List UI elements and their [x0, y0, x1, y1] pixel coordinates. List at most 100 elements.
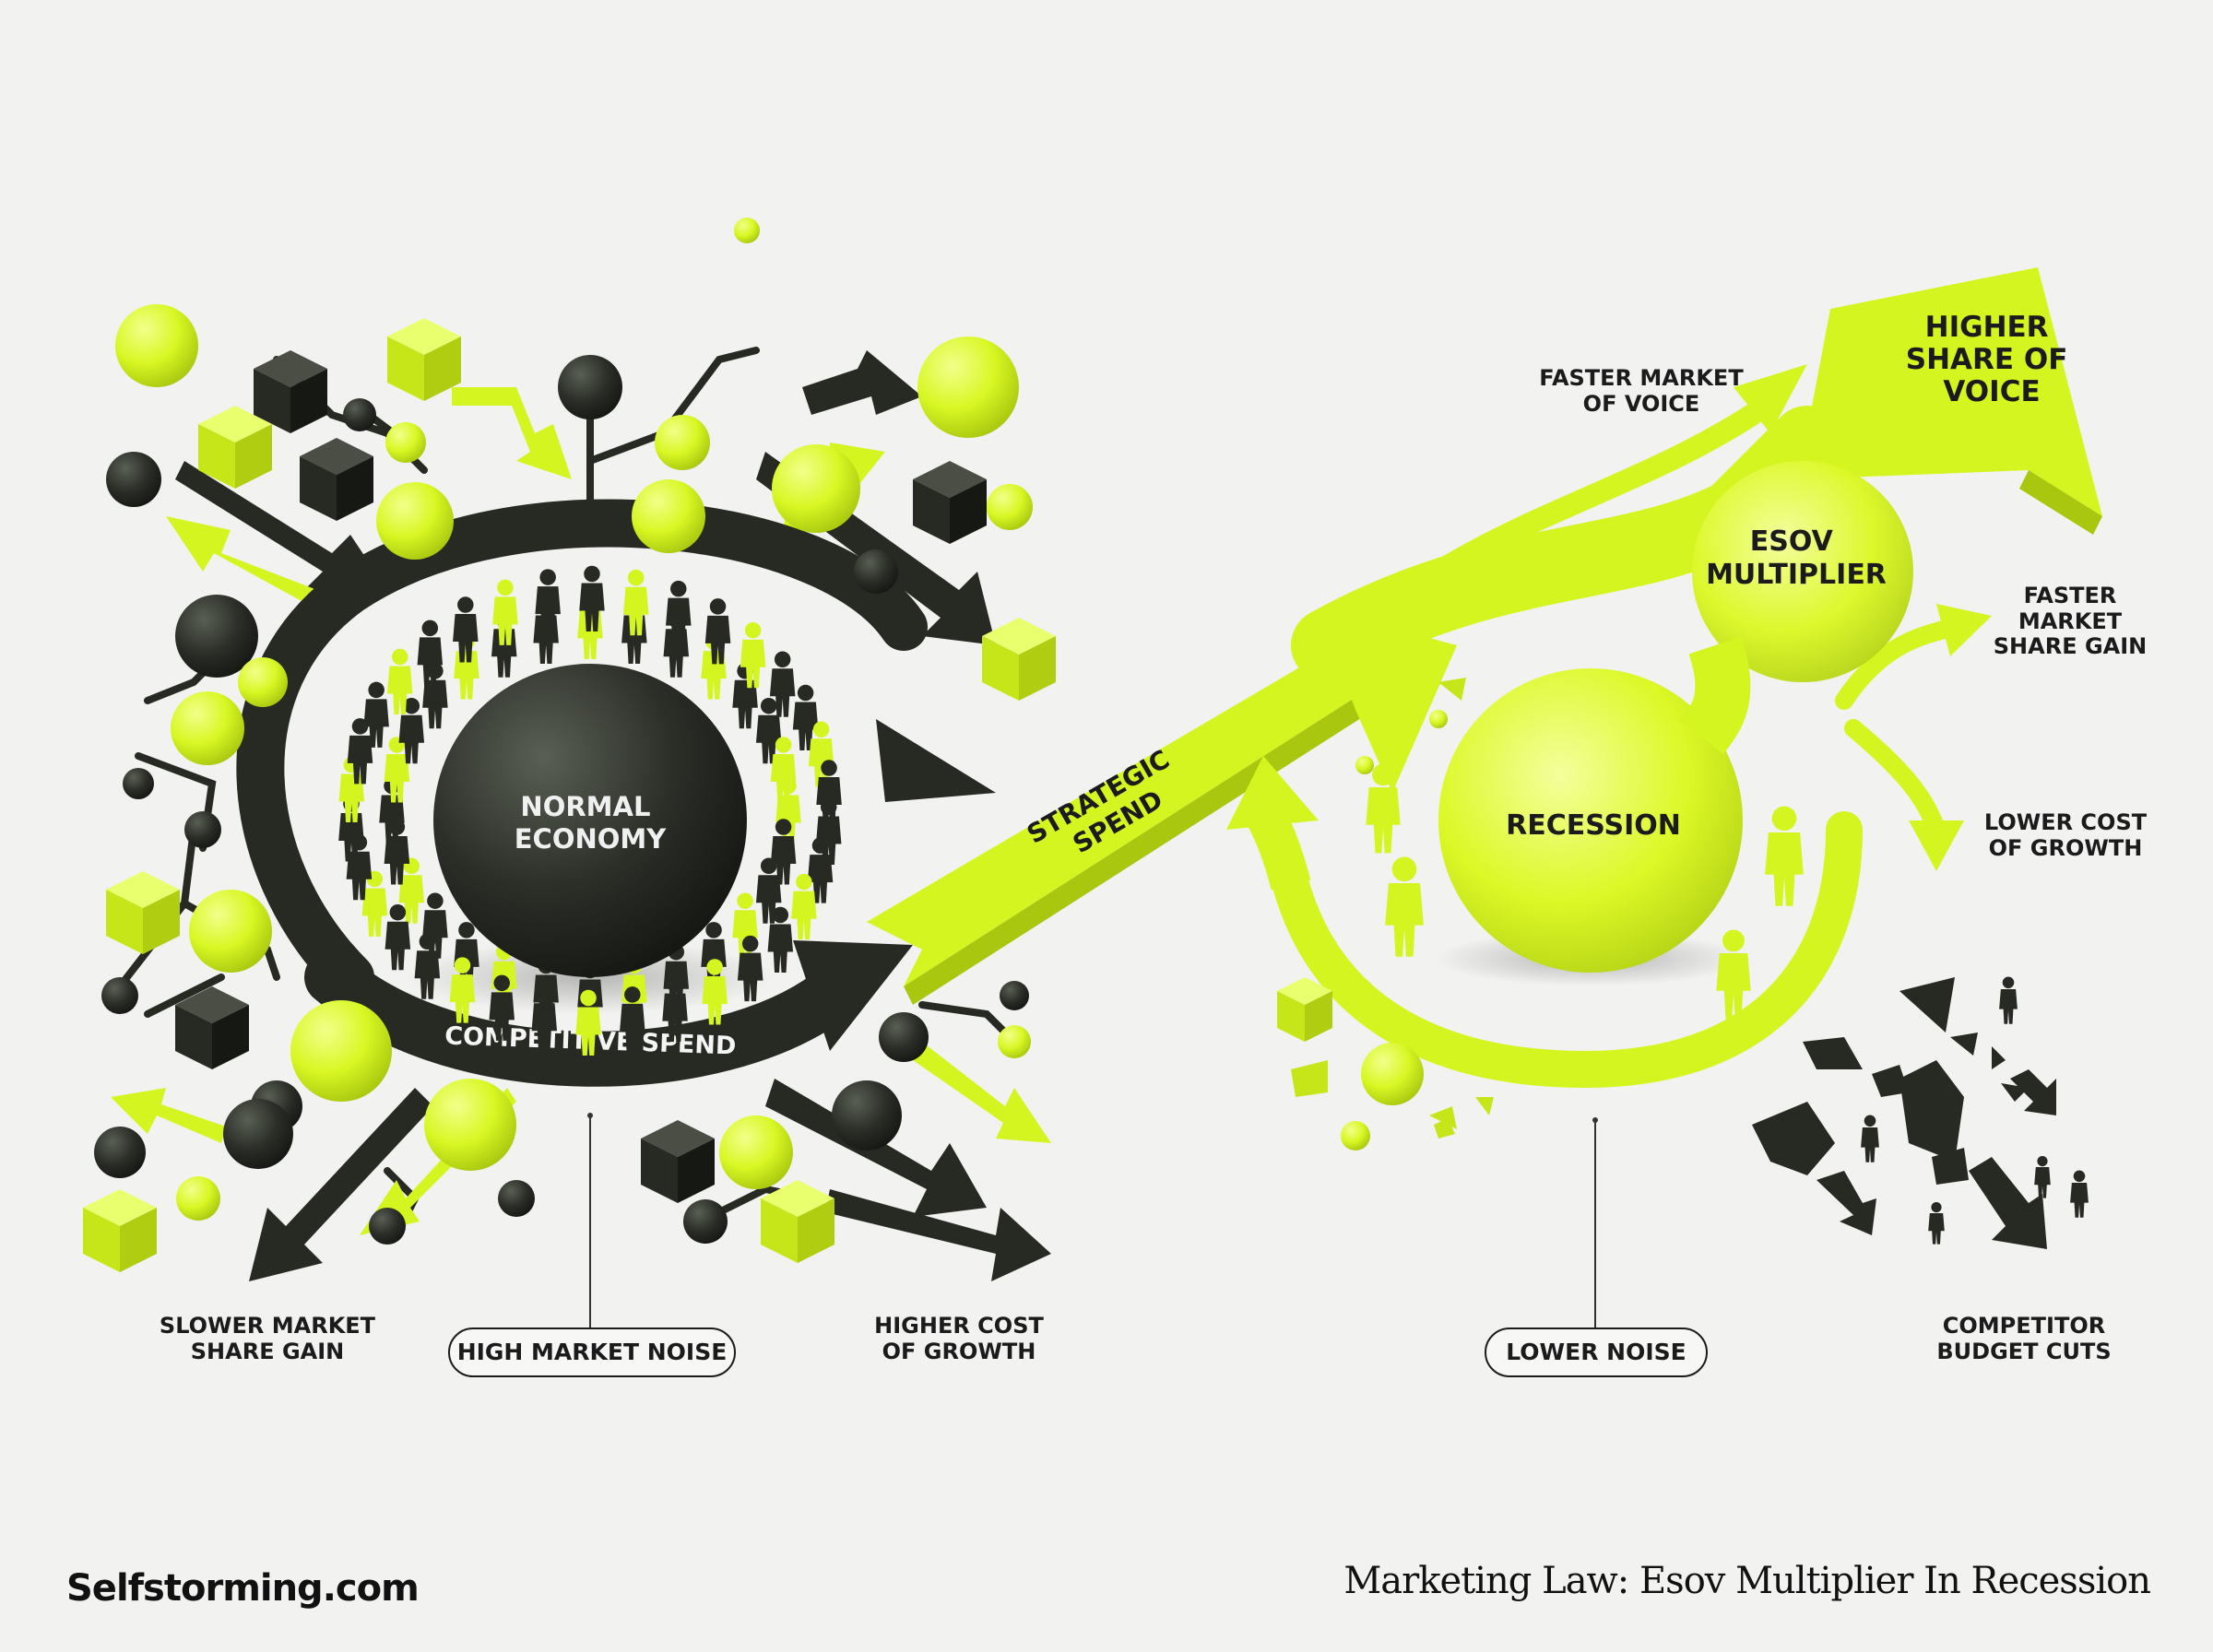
- lime-arrow: [166, 516, 341, 618]
- dark-sphere: [879, 1012, 929, 1062]
- scattered-spheres: [94, 218, 1033, 1245]
- cube: [913, 461, 987, 544]
- person-figure: [755, 697, 782, 764]
- dark-sphere: [101, 977, 138, 1014]
- dark-sphere: [223, 1099, 293, 1169]
- person-figure: [1928, 1202, 1945, 1245]
- dark-sphere: [175, 595, 258, 678]
- small-sphere: [1355, 756, 1374, 774]
- shard: [1992, 1046, 2006, 1069]
- recession-ring-arrowhead: [1226, 756, 1319, 830]
- recession-label: RECESSION: [1506, 809, 1681, 842]
- lime-sphere: [987, 484, 1033, 530]
- pill-high-market-noise: HIGH MARKET NOISE: [448, 1328, 736, 1377]
- shard: [1434, 1118, 1455, 1139]
- arrow: [2010, 1069, 2056, 1115]
- person-figure: [492, 579, 518, 645]
- person-figure: [740, 621, 766, 689]
- shard: [1291, 1060, 1328, 1097]
- dark-sphere: [558, 355, 622, 419]
- person-figure: [704, 598, 731, 665]
- dark-sphere: [106, 452, 161, 507]
- person-figure: [792, 684, 819, 751]
- lime-sphere: [115, 304, 198, 387]
- person-figure: [398, 697, 425, 764]
- cube: [83, 1189, 157, 1272]
- label-lower-cost-of-growth: LOWER COST OF GROWTH: [1983, 809, 2148, 861]
- cube: [254, 350, 327, 433]
- person-figure: [769, 651, 796, 717]
- lime-sphere: [917, 336, 1019, 438]
- shard: [1438, 678, 1466, 701]
- lime-sphere: [719, 1115, 793, 1189]
- person-figure: [386, 648, 413, 715]
- shard: [1872, 1065, 1909, 1097]
- lime-arrow: [913, 1042, 1051, 1143]
- small-sphere: [1341, 1121, 1370, 1150]
- dark-sphere: [369, 1208, 406, 1245]
- person-figure: [666, 580, 692, 647]
- person-figure: [662, 975, 688, 1043]
- person-figure: [417, 620, 444, 686]
- person-figure: [579, 565, 605, 632]
- person-figure: [531, 985, 558, 1052]
- small-sphere: [1429, 710, 1448, 728]
- label-higher-cost-of-growth: HIGHER COST OF GROWTH: [874, 1313, 1044, 1364]
- lime-arrow: [452, 387, 572, 479]
- label-competitor-budget-cuts: COMPETITOR BUDGET CUTS: [1936, 1313, 2112, 1364]
- person-figure: [770, 737, 797, 803]
- cube: [761, 1180, 834, 1263]
- cube: [387, 318, 461, 401]
- faster-share-arrow: [1835, 618, 1964, 710]
- cube: [175, 986, 249, 1069]
- label-faster-market-share-gain: FASTER MARKET SHARE GAIN: [1993, 583, 2148, 660]
- brand-logo-text: Selfstorming.com: [66, 1567, 420, 1610]
- person-figure: [767, 906, 794, 973]
- arrow: [1969, 1157, 2047, 1249]
- person-figure: [807, 837, 834, 903]
- lime-sphere: [632, 479, 705, 553]
- person-figure: [535, 569, 561, 635]
- dark-arrow: [825, 1189, 1051, 1281]
- person-figure: [385, 903, 411, 971]
- footer-title: Marketing Law: Esov Multiplier In Recess…: [1343, 1560, 2151, 1602]
- dark-sphere: [683, 1199, 728, 1244]
- dark-figures: [1861, 976, 2089, 1245]
- shard: [1899, 977, 1955, 1032]
- normal-economy-sphere: [433, 664, 747, 977]
- arrow: [1817, 1171, 1876, 1235]
- competitive-spend-arc-lower: [304, 950, 858, 1087]
- cube: [106, 871, 180, 954]
- lime-sphere: [772, 444, 860, 533]
- person-figure: [1999, 976, 2018, 1024]
- person-figure: [1716, 929, 1751, 1020]
- strategic-spend-band: [867, 645, 1365, 986]
- lime-sphere: [290, 1000, 392, 1102]
- person-figure: [449, 957, 476, 1023]
- small-sphere: [1361, 1043, 1424, 1105]
- person-figure: [737, 935, 763, 1002]
- lower-cost-arrow: [1844, 719, 1946, 839]
- competitive-spend-arrowhead-bottom: [793, 940, 913, 1051]
- person-figure: [575, 989, 601, 1056]
- higher-share-arrowhead: [1798, 267, 2102, 516]
- esov-multiplier-label: ESOV MULTIPLIER: [1706, 525, 1887, 591]
- person-figure: [791, 873, 817, 940]
- person-figure: [414, 933, 441, 999]
- shard: [1475, 1097, 1494, 1115]
- lime-sphere: [238, 657, 288, 707]
- dark-sphere: [832, 1080, 902, 1150]
- competitive-spend-arc-upper: [236, 499, 928, 1001]
- person-figure: [489, 974, 515, 1041]
- lime-arrow: [111, 1088, 226, 1143]
- person-figure: [1765, 806, 1804, 906]
- person-figure: [2070, 1170, 2089, 1218]
- shard: [1752, 1102, 1835, 1175]
- normal-economy-label: NORMAL ECONOMY: [515, 791, 668, 855]
- dark-sphere: [1000, 981, 1029, 1010]
- lime-shapes: [1277, 678, 1494, 1150]
- person-figure: [2034, 1156, 2051, 1198]
- dark-sphere: [498, 1180, 535, 1217]
- person-figure: [453, 596, 479, 663]
